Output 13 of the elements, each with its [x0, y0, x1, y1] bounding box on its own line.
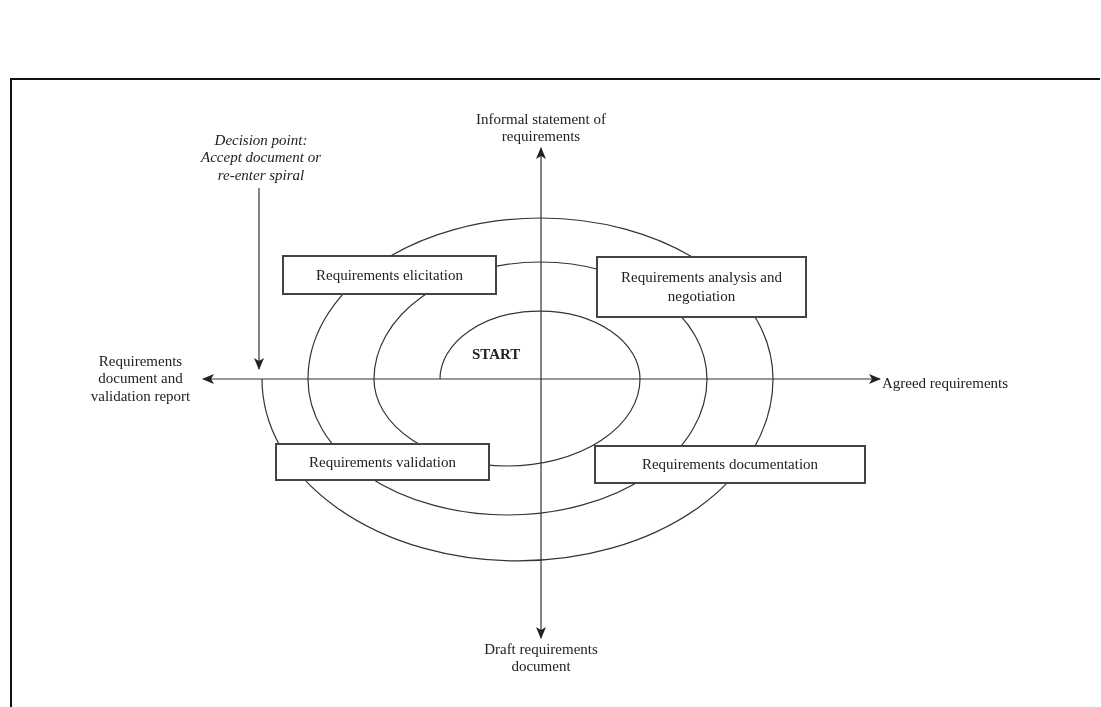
process-box: Requirements elicitation [282, 255, 497, 295]
start-label: START [472, 345, 521, 364]
outcome-label: Agreed requirements [881, 375, 1009, 393]
arrow [202, 374, 881, 384]
outcome-label: Informal statement of requirements [475, 110, 607, 146]
process-box: Requirements validation [275, 443, 490, 481]
arrow [254, 187, 264, 370]
outcome-label: Draft requirements document [483, 640, 599, 676]
outcome-label: Requirements document and validation report [89, 353, 192, 405]
arrow [536, 147, 546, 639]
decision-note: Decision point: Accept document or re-enter spiral [199, 132, 322, 184]
process-box: Requirements documentation [594, 445, 866, 484]
process-box: Requirements analysis and negotiation [596, 256, 807, 318]
